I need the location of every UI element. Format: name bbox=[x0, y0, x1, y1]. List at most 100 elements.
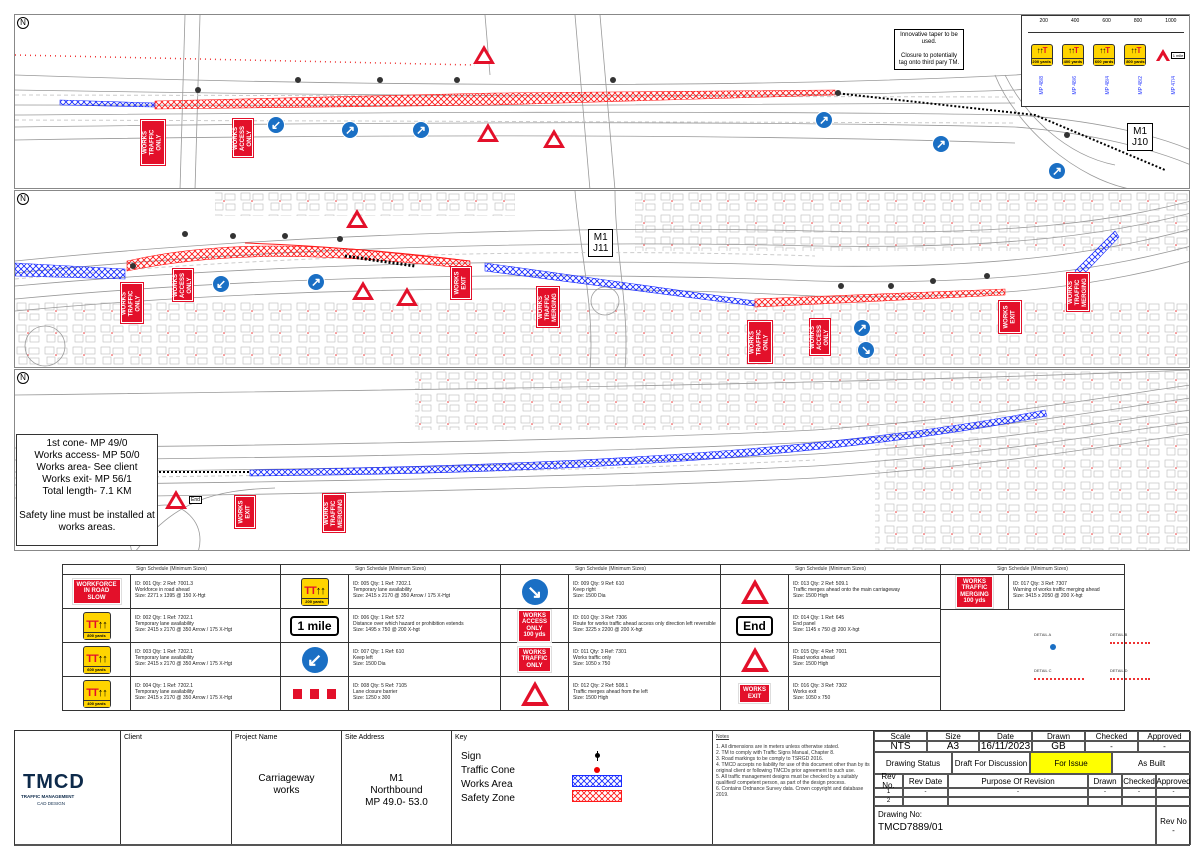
lane-availability-sign-icon: TT↑↑400 yards bbox=[82, 679, 111, 708]
works-access-only-sign: WORKS ACCESS ONLY bbox=[232, 118, 254, 158]
keep-left-icon: ↙ bbox=[212, 275, 230, 293]
title-block: TMCD TRAFFIC MANAGEMENT CAD DESIGN Clien… bbox=[14, 730, 1191, 846]
works-traffic-merging-sign: WORKS TRAFFIC MERGING bbox=[1066, 272, 1090, 312]
drawing-number: TMCD7889/01 bbox=[878, 822, 944, 833]
warning-triangle-icon bbox=[520, 681, 549, 706]
roadworks-warning-icon bbox=[165, 490, 187, 509]
roadworks-warning-icon bbox=[396, 287, 418, 306]
roadworks-warning-icon bbox=[1155, 49, 1170, 65]
schedule-row: WORKS TRAFFIC ONLY ID: 011 Qty: 3 Ref: 73… bbox=[501, 643, 720, 677]
road-layout-1 bbox=[15, 15, 1189, 188]
schedule-header: Sign Schedule (Minimum Sizes) bbox=[941, 565, 1124, 575]
works-exit-sign: WORKS EXIT bbox=[998, 300, 1022, 334]
works-access-only-sign: WORKS ACCESS ONLY bbox=[809, 318, 831, 356]
schedule-column: Sign Schedule (Minimum Sizes)WORKS TRAFF… bbox=[941, 565, 1124, 710]
merge-warning-icon bbox=[477, 123, 499, 142]
map-panel-2: N WORKS TRAFFIC ONLY WORKS ACCESS ONLY ↙… bbox=[14, 190, 1190, 368]
keep-left-icon: ↗ bbox=[932, 135, 950, 153]
status-draft: Draft For Discussion bbox=[952, 752, 1030, 774]
roadworks-warning-icon bbox=[543, 129, 565, 148]
drawing-info-grid: Scale Size Date Drawn Checked Approved N… bbox=[874, 731, 1191, 845]
works-traffic-only-sign: WORKS TRAFFIC ONLY bbox=[747, 320, 773, 364]
lane-availability-sign-icon: TT↑↑200 yards bbox=[300, 577, 329, 606]
works-exit-sign: WORKS EXIT bbox=[450, 266, 472, 300]
schedule-header: Sign Schedule (Minimum Sizes) bbox=[281, 565, 500, 575]
works-traffic-only-sign: WORKS TRAFFIC ONLY bbox=[120, 282, 144, 324]
road-layout-2 bbox=[15, 191, 1189, 367]
status-as-built: As Built bbox=[1112, 752, 1191, 774]
supplementary-plate-icon: 1 mile bbox=[290, 615, 339, 636]
works-traffic-merging-sign: WORKS TRAFFIC MERGING bbox=[536, 286, 560, 328]
keep-right-icon: ↗ bbox=[853, 319, 871, 337]
works-traffic-merging-sign: WORKS TRAFFIC MERGING bbox=[322, 493, 346, 533]
company-logo: TMCD TRAFFIC MANAGEMENT CAD DESIGN bbox=[15, 731, 121, 844]
keep-direction-icon: ↘ bbox=[521, 578, 548, 605]
keep-right-icon: ↘ bbox=[857, 341, 875, 359]
taper-note: Innovative taper to be used.Closure to p… bbox=[894, 29, 964, 70]
keep-right-icon: ↗ bbox=[307, 273, 325, 291]
warning-triangle-icon bbox=[740, 647, 769, 672]
warning-triangle-icon bbox=[740, 579, 769, 604]
cone-key-icon bbox=[594, 767, 600, 773]
works-area-key-swatch bbox=[572, 775, 622, 802]
schedule-header: Sign Schedule (Minimum Sizes) bbox=[721, 565, 940, 575]
client-cell: Client bbox=[121, 731, 232, 844]
status-for-issue: For Issue bbox=[1030, 752, 1112, 774]
keep-left-icon: ↗ bbox=[815, 111, 833, 129]
red-sign-icon: WORKFORCE IN ROAD SLOW bbox=[71, 577, 122, 606]
schedule-row: WORKFORCE IN ROAD SLOW ID: 001 Qty: 2 Ref… bbox=[63, 575, 280, 609]
lane-availability-sign-icon: TT↑↑600 yards bbox=[82, 645, 111, 674]
red-sign-icon: WORKS TRAFFIC ONLY bbox=[516, 645, 553, 674]
lane-barrier-icon bbox=[293, 688, 336, 699]
works-traffic-only-sign: WORKS TRAFFIC ONLY bbox=[140, 119, 166, 166]
schedule-column: Sign Schedule (Minimum Sizes) ID: 013 Qty… bbox=[721, 565, 941, 710]
keep-left-icon: ↙ bbox=[267, 116, 285, 134]
north-arrow-icon: N bbox=[17, 17, 29, 29]
schedule-column: Sign Schedule (Minimum Sizes)TT↑↑200 yar… bbox=[281, 565, 501, 710]
sign-schedule-table: Sign Schedule (Minimum Sizes)WORKFORCE I… bbox=[62, 564, 1125, 711]
schedule-column: Sign Schedule (Minimum Sizes)WORKFORCE I… bbox=[63, 565, 281, 710]
schedule-column: Sign Schedule (Minimum Sizes) ↘ ID: 009 Qt… bbox=[501, 565, 721, 710]
keep-left-icon: ↗ bbox=[341, 121, 359, 139]
schedule-header: Sign Schedule (Minimum Sizes) bbox=[501, 565, 720, 575]
lane-availability-sign-icon: TT↑↑800 yards bbox=[82, 611, 111, 640]
north-arrow-icon: N bbox=[17, 193, 29, 205]
merge-warning-icon bbox=[473, 45, 495, 64]
red-sign-icon: WORKS EXIT bbox=[738, 683, 771, 704]
